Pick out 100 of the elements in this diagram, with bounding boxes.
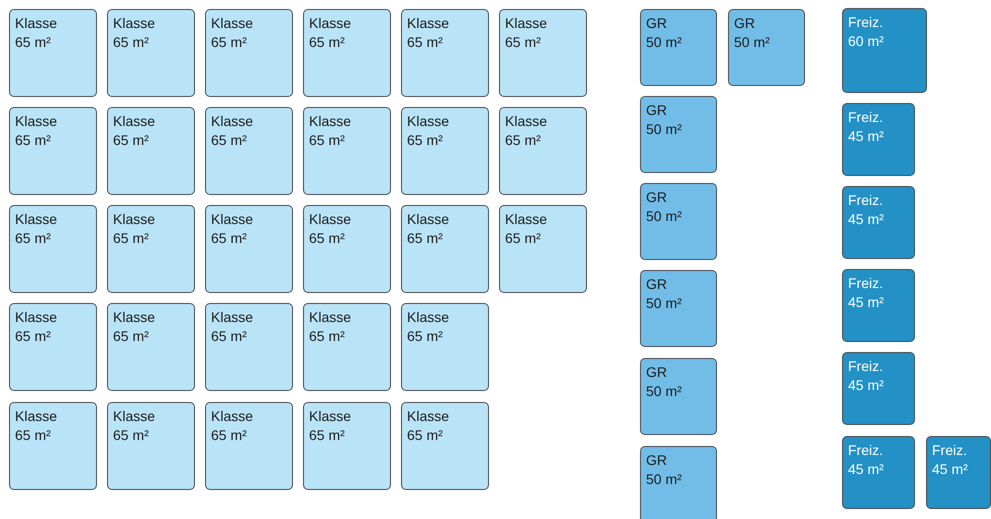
room-box (842, 352, 915, 425)
area-label: 65 m² (15, 426, 51, 445)
room-box (640, 270, 717, 347)
area-label: 65 m² (309, 131, 345, 150)
room-box (303, 303, 391, 391)
room-name: Klasse (407, 112, 450, 131)
area-label: 65 m² (15, 229, 51, 248)
room-box (107, 9, 195, 97)
room-name: GR (646, 275, 667, 294)
room-name: Klasse (113, 112, 156, 131)
room-name: GR (646, 188, 667, 207)
area-label: 65 m² (15, 33, 51, 52)
area-label: 65 m² (113, 131, 149, 150)
room-name: Klasse (113, 407, 156, 426)
room-box (842, 186, 915, 259)
room-box (401, 107, 489, 195)
room-box (9, 9, 97, 97)
room-name: Klasse (505, 210, 548, 229)
area-label: 50 m² (646, 470, 682, 489)
room-name: Freiz. (848, 274, 883, 293)
room-box (401, 205, 489, 293)
room-name: Klasse (407, 308, 450, 327)
room-box (107, 107, 195, 195)
room-box (842, 103, 915, 176)
area-label: 50 m² (646, 207, 682, 226)
area-label: 65 m² (211, 426, 247, 445)
area-label: 65 m² (407, 426, 443, 445)
room-box (401, 402, 489, 490)
area-label: 65 m² (211, 229, 247, 248)
room-name: Klasse (505, 112, 548, 131)
area-label: 65 m² (309, 229, 345, 248)
room-name: GR (646, 363, 667, 382)
room-name: Klasse (113, 308, 156, 327)
area-label: 65 m² (15, 327, 51, 346)
room-box (640, 358, 717, 435)
room-name: Klasse (15, 14, 58, 33)
room-box (842, 269, 915, 342)
room-name: Klasse (15, 407, 58, 426)
area-label: 65 m² (505, 33, 541, 52)
room-name: GR (646, 101, 667, 120)
room-name: Freiz. (848, 357, 883, 376)
room-name: Freiz. (848, 13, 883, 32)
room-name: Klasse (211, 112, 254, 131)
room-box (728, 9, 805, 86)
room-name: Klasse (309, 112, 352, 131)
area-label: 65 m² (407, 33, 443, 52)
area-label: 65 m² (407, 229, 443, 248)
room-name: Klasse (505, 14, 548, 33)
room-name: Freiz. (932, 441, 967, 460)
room-box (499, 9, 587, 97)
room-box (401, 9, 489, 97)
room-box (9, 107, 97, 195)
area-label: 45 m² (848, 210, 884, 229)
area-label: 45 m² (848, 127, 884, 146)
area-label: 50 m² (646, 294, 682, 313)
area-label: 65 m² (113, 327, 149, 346)
area-label: 65 m² (309, 426, 345, 445)
area-label: 50 m² (734, 33, 770, 52)
room-box (640, 96, 717, 173)
room-name: Freiz. (848, 108, 883, 127)
area-label: 65 m² (407, 327, 443, 346)
room-box (640, 9, 717, 86)
room-name: Klasse (113, 210, 156, 229)
room-name: Klasse (407, 407, 450, 426)
area-label: 65 m² (113, 426, 149, 445)
room-box (842, 436, 915, 509)
room-box (842, 8, 927, 93)
area-label: 50 m² (646, 33, 682, 52)
room-box (107, 205, 195, 293)
room-name: GR (646, 14, 667, 33)
room-name: Klasse (407, 14, 450, 33)
room-box (9, 205, 97, 293)
room-box (499, 205, 587, 293)
room-box (107, 402, 195, 490)
area-label: 65 m² (211, 33, 247, 52)
room-name: Klasse (309, 14, 352, 33)
room-box (205, 303, 293, 391)
room-name: GR (734, 14, 755, 33)
room-box (205, 205, 293, 293)
room-box (303, 205, 391, 293)
room-box (107, 303, 195, 391)
room-name: Freiz. (848, 191, 883, 210)
area-label: 65 m² (15, 131, 51, 150)
room-name: Klasse (15, 112, 58, 131)
room-box (303, 107, 391, 195)
area-label: 60 m² (848, 32, 884, 51)
room-name: Klasse (113, 14, 156, 33)
area-label: 65 m² (505, 131, 541, 150)
area-label: 65 m² (211, 131, 247, 150)
room-name: Klasse (15, 308, 58, 327)
area-label: 50 m² (646, 382, 682, 401)
room-box (640, 183, 717, 260)
area-label: 45 m² (848, 293, 884, 312)
area-label: 45 m² (932, 460, 968, 479)
room-name: Freiz. (848, 441, 883, 460)
room-box (640, 446, 717, 519)
room-box (926, 436, 991, 509)
room-name: Klasse (15, 210, 58, 229)
area-label: 45 m² (848, 376, 884, 395)
room-box (499, 107, 587, 195)
